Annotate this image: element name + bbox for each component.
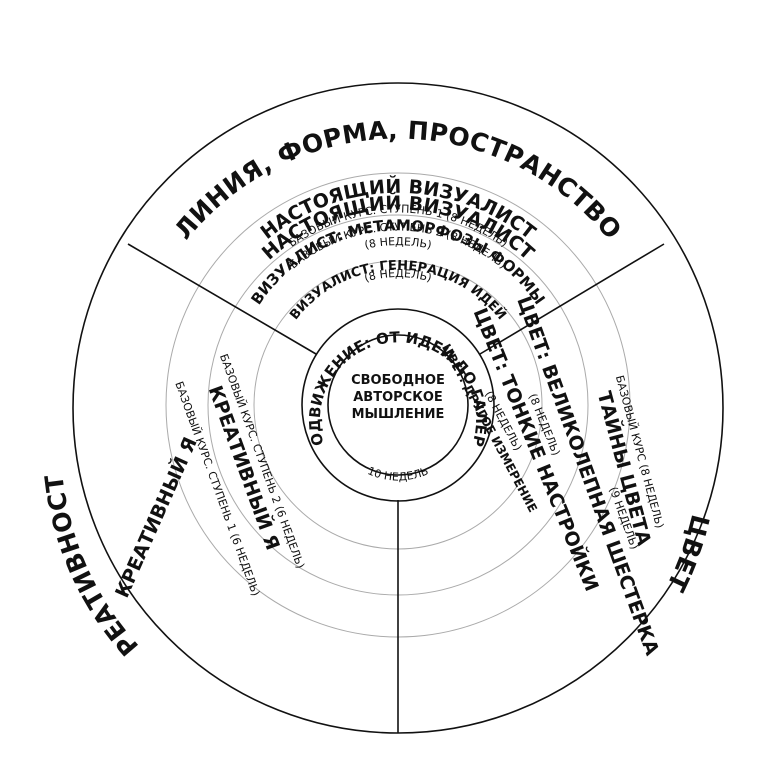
divider-left xyxy=(127,243,317,355)
ring-center-inner xyxy=(327,334,469,476)
section-label-color: ЦВЕТ xyxy=(661,512,715,596)
course-idea-generation-sub: (8 НЕДЕЛЬ) xyxy=(363,267,433,285)
divider-right xyxy=(479,243,665,355)
center-line-3: МЫШЛЕНИЕ xyxy=(352,407,445,422)
course-metamorphoses-sub: (8 НЕДЕЛЬ) xyxy=(363,235,432,252)
section-label-creativity: КРЕАТИВНОСТЬ xyxy=(0,0,144,661)
course-creative-me-1-title: КРЕАТИВНЫЙ Я xyxy=(110,434,201,602)
center-line-2: АВТОРСКОЕ xyxy=(353,390,443,405)
center-line-1: СВОБОДНОЕ xyxy=(351,373,445,388)
